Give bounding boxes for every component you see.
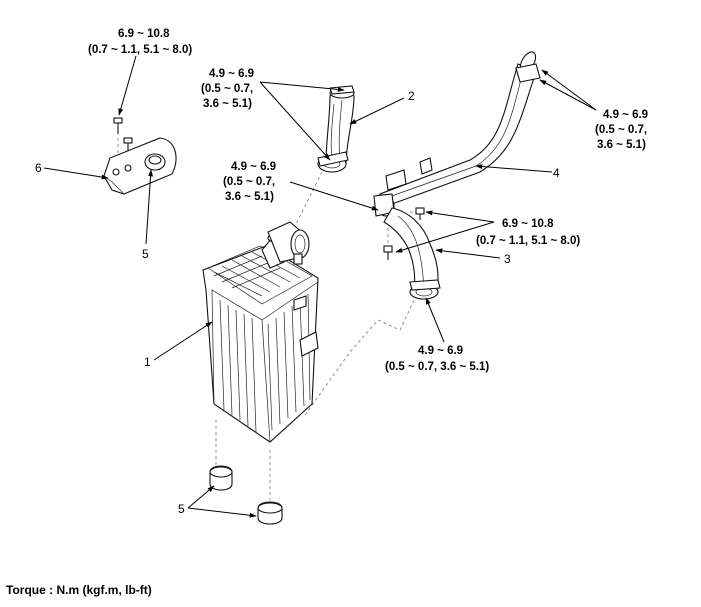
part-numbers: 1 2 3 4 5 5 6	[35, 89, 560, 516]
bolt-bracket	[113, 117, 123, 134]
torque-value: 4.9 ~ 6.9	[209, 68, 254, 80]
part-label-6: 6	[35, 161, 42, 175]
torque-spec-hose3-clamp: 4.9 ~ 6.9 (0.5 ~ 0.7, 3.6 ~ 5.1)	[385, 345, 489, 373]
torque-units: (0.5 ~ 0.7,	[201, 83, 253, 95]
bolt-pipe-upper	[415, 207, 425, 220]
torque-units: 3.6 ~ 5.1)	[203, 98, 252, 110]
part-label-2: 2	[408, 89, 415, 103]
torque-spec-bracket-bolt: 6.9 ~ 10.8 (0.7 ~ 1.1, 5.1 ~ 8.0)	[88, 28, 192, 56]
pipe-4	[373, 51, 541, 217]
torque-units: (0.7 ~ 1.1, 5.1 ~ 8.0)	[88, 44, 192, 56]
part-label-1: 1	[144, 355, 151, 369]
torque-spec-hose2-clamp: 4.9 ~ 6.9 (0.5 ~ 0.7, 3.6 ~ 5.1)	[201, 68, 254, 110]
leader-lines	[43, 55, 597, 518]
torque-units: (0.7 ~ 1.1, 5.1 ~ 8.0)	[476, 235, 580, 247]
torque-spec-pipe4-lower-clamp: 4.9 ~ 6.9 (0.5 ~ 0.7, 3.6 ~ 5.1)	[223, 161, 276, 203]
torque-value: 6.9 ~ 10.8	[502, 218, 554, 230]
torque-value: 6.9 ~ 10.8	[118, 28, 170, 40]
intercooler	[202, 221, 319, 443]
torque-value: 4.9 ~ 6.9	[603, 109, 648, 121]
part-label-4: 4	[553, 166, 560, 180]
torque-units: 3.6 ~ 5.1)	[225, 191, 274, 203]
torque-units: (0.5 ~ 0.7, 3.6 ~ 5.1)	[385, 361, 489, 373]
grommets-lower	[209, 465, 283, 525]
torque-units: (0.5 ~ 0.7,	[595, 124, 647, 136]
torque-units: 3.6 ~ 5.1)	[597, 139, 646, 151]
hose-3	[383, 207, 441, 300]
part-label-5-bottom: 5	[178, 502, 185, 516]
bolt-pipe-lower	[383, 245, 393, 260]
hose-2	[317, 85, 355, 173]
torque-spec-pipe4-top-clamp: 4.9 ~ 6.9 (0.5 ~ 0.7, 3.6 ~ 5.1)	[595, 109, 648, 151]
part-label-3: 3	[504, 252, 511, 266]
torque-units-legend: Torque : N.m (kgf.m, lb-ft)	[6, 583, 152, 597]
part-label-5-top: 5	[142, 247, 149, 261]
torque-units: (0.5 ~ 0.7,	[223, 176, 275, 188]
bolts	[113, 117, 425, 260]
torque-value: 4.9 ~ 6.9	[418, 345, 463, 357]
torque-value: 4.9 ~ 6.9	[231, 161, 276, 173]
bracket-6	[103, 137, 177, 195]
torque-spec-pipe-bolts: 6.9 ~ 10.8 (0.7 ~ 1.1, 5.1 ~ 8.0)	[476, 218, 580, 247]
